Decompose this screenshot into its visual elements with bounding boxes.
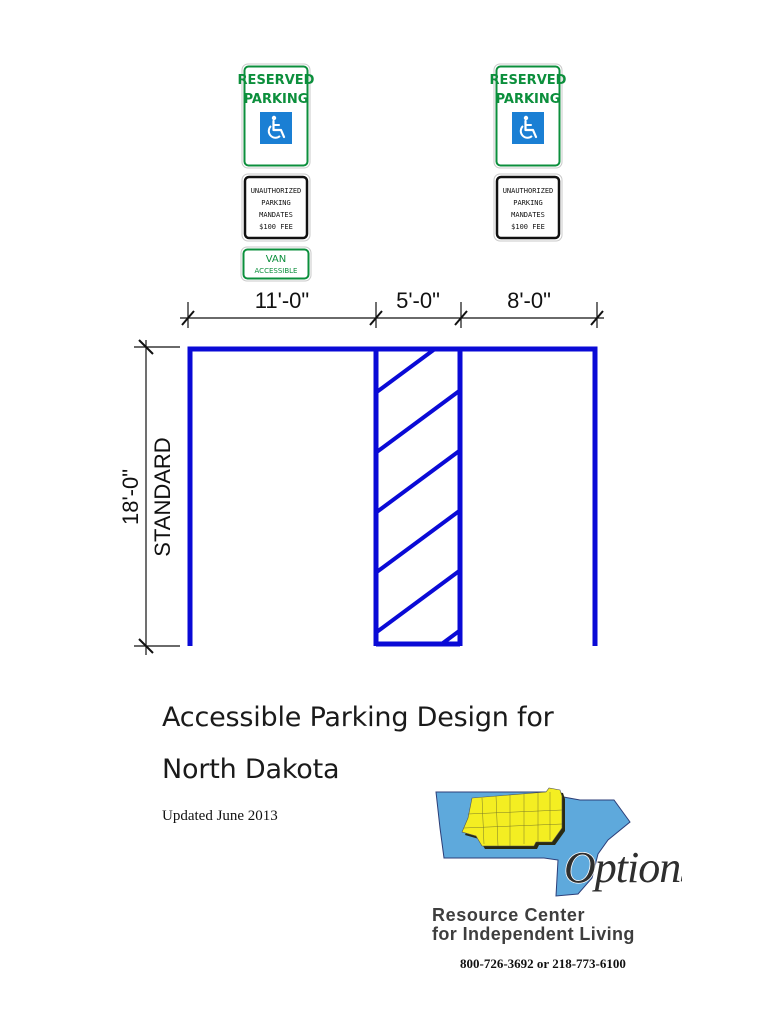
access-aisle-hatching	[375, 350, 461, 644]
reserved-sign-line2: PARKING	[496, 92, 561, 107]
fee-sign-line4: $100 FEE	[511, 223, 545, 231]
width-dimension-line	[180, 302, 604, 328]
wheelchair-icon	[260, 112, 292, 144]
fee-sign-line2: PARKING	[513, 199, 543, 207]
org-name-line1: Resource Center	[432, 905, 586, 925]
fee-sign-line1: UNAUTHORIZED	[251, 187, 302, 195]
fee-sign-left: UNAUTHORIZED PARKING MANDATES $100 FEE	[241, 173, 311, 242]
parking-stripes	[187, 346, 598, 647]
depth-note-label: STANDARD	[150, 437, 175, 556]
reserved-sign-line1: RESERVED	[490, 73, 567, 88]
van-space-width-label: 11'-0"	[255, 288, 309, 313]
van-accessible-sign: VAN ACCESSIBLE	[240, 246, 312, 282]
wheelchair-icon	[512, 112, 544, 144]
phone-numbers: 800-726-3692 or 218-773-6100	[460, 956, 626, 971]
depth-dimension-line	[134, 339, 180, 655]
document-title-line1: Accessible Parking Design for	[162, 702, 554, 733]
updated-date: Updated June 2013	[162, 808, 278, 824]
aisle-width-label: 5'-0"	[396, 288, 440, 313]
van-sign-line2: ACCESSIBLE	[255, 267, 298, 275]
fee-sign-line3: MANDATES	[259, 211, 293, 219]
org-name-line2: for Independent Living	[432, 924, 635, 944]
logo-brand-text: Options	[564, 843, 682, 892]
document-title-line2: North Dakota	[162, 754, 340, 785]
van-sign-line1: VAN	[266, 254, 287, 265]
options-logo: Options	[435, 787, 682, 897]
reserved-sign-line2: PARKING	[244, 92, 309, 107]
fee-sign-right: UNAUTHORIZED PARKING MANDATES $100 FEE	[493, 173, 563, 242]
fee-sign-line2: PARKING	[261, 199, 291, 207]
fee-sign-line3: MANDATES	[511, 211, 545, 219]
parking-layout-diagram: RESERVED PARKING UNAUTHORIZED PARKING MA…	[118, 63, 604, 655]
reserved-parking-sign-left: RESERVED PARKING	[238, 63, 315, 169]
reserved-parking-sign-right: RESERVED PARKING	[490, 63, 567, 169]
fee-sign-line4: $100 FEE	[259, 223, 293, 231]
car-space-width-label: 8'-0"	[507, 288, 551, 313]
depth-label: 18'-0"	[118, 469, 143, 525]
north-dakota-region-icon	[461, 787, 565, 849]
reserved-sign-line1: RESERVED	[238, 73, 315, 88]
fee-sign-line1: UNAUTHORIZED	[503, 187, 554, 195]
